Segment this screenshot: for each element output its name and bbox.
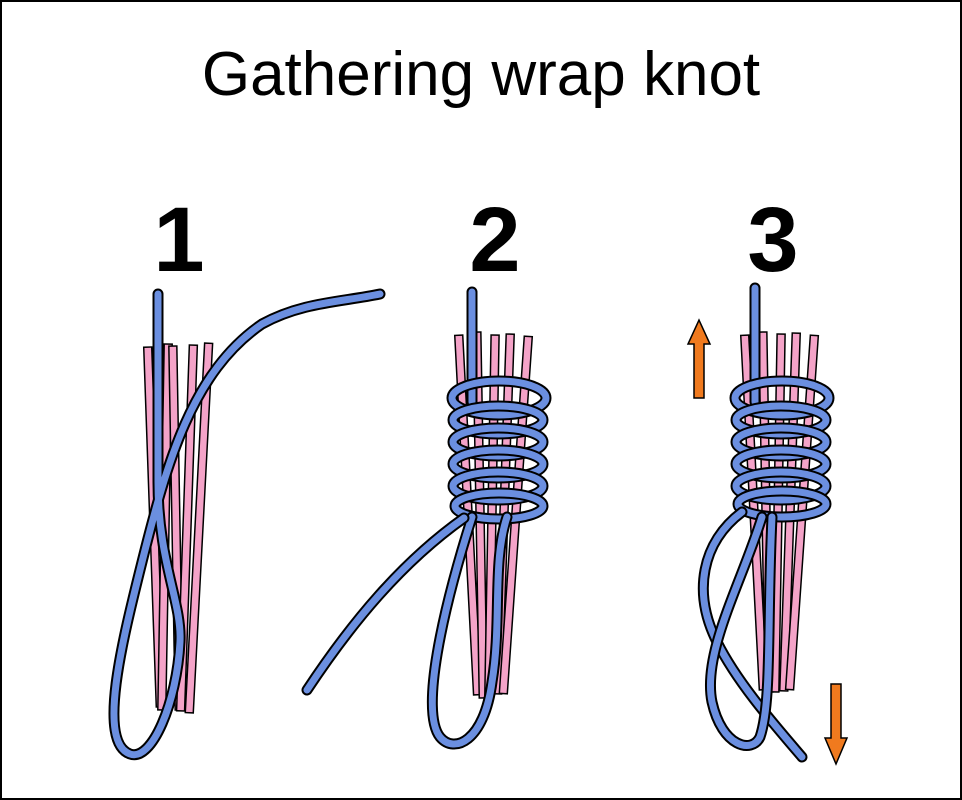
arrow-up-icon <box>688 320 710 398</box>
step-3-illustration <box>688 288 847 764</box>
step-1-illustration <box>114 294 380 755</box>
step-2-illustration <box>307 292 546 744</box>
arrow-down-icon <box>825 684 847 764</box>
step-1-cord <box>114 294 380 755</box>
